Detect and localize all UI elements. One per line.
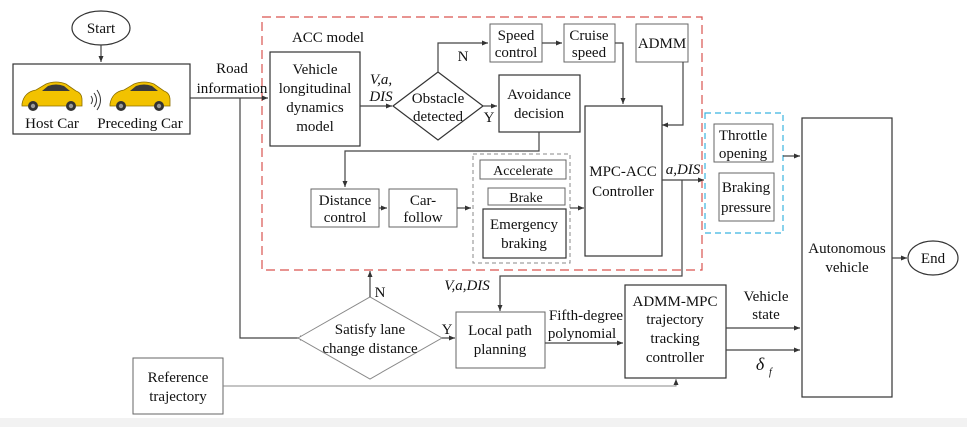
signal-icon xyxy=(90,89,101,111)
obstacle-decision: Obstacle detected xyxy=(392,71,484,141)
lane-change-line2: change distance xyxy=(322,341,418,357)
emergency-braking-box: Emergency braking xyxy=(482,208,567,259)
actuator-region xyxy=(704,112,784,234)
brake-box: Brake xyxy=(487,187,566,206)
reference-trajectory-box: Reference trajectory xyxy=(132,357,224,415)
throttle-opening-box: Throttle opening xyxy=(713,123,774,163)
mpc-acc-controller: MPC-ACC Controller xyxy=(584,105,663,257)
speed-control-line2: control xyxy=(495,45,538,61)
start-label: Start xyxy=(87,21,116,37)
braking-pressure-line2: pressure xyxy=(721,200,771,216)
avoidance-line1: Avoidance xyxy=(507,87,571,103)
local-path-line2: planning xyxy=(474,342,527,358)
vehicle-dynamics-line4: model xyxy=(296,119,334,135)
acc-model-region xyxy=(261,16,703,271)
vehicle-state-line1: Vehicle xyxy=(744,289,789,305)
avoidance-box: Avoidance decision xyxy=(498,74,581,133)
reference-line2: trajectory xyxy=(149,389,207,405)
vehicle-dynamics-line1: Vehicle xyxy=(293,62,338,78)
cruise-speed-box: Cruise speed xyxy=(563,23,616,63)
host-car-label: Host Car xyxy=(25,116,79,132)
cruise-speed-line1: Cruise xyxy=(569,28,609,44)
admm-box: ADMM xyxy=(635,23,689,63)
vehicle-dynamics-line2: longitudinal xyxy=(279,81,352,97)
vad-label-1: V,a, xyxy=(370,72,392,88)
preceding-car-icon xyxy=(109,81,171,111)
obstacle-y-label: Y xyxy=(484,110,495,126)
obstacle-line1: Obstacle xyxy=(412,91,465,107)
accelerate-label: Accelerate xyxy=(493,164,553,179)
speed-control-box: Speed control xyxy=(489,23,543,63)
reference-line1: Reference xyxy=(148,370,209,386)
delta-f-label: δ xyxy=(756,354,765,374)
emergency-line1: Emergency xyxy=(490,217,559,233)
admm-mpc-line4: controller xyxy=(646,350,704,366)
cars-box: Host Car Preceding Car xyxy=(12,63,191,135)
acc-model-label: ACC model xyxy=(292,30,364,46)
admm-mpc-line2: trajectory xyxy=(646,312,704,328)
delta-f-subscript: f xyxy=(769,367,773,378)
mpc-acc-line2: Controller xyxy=(592,184,654,200)
admm-mpc-line3: tracking xyxy=(650,331,700,347)
start-node: Start xyxy=(71,10,131,46)
speed-control-line1: Speed xyxy=(498,28,535,44)
brake-label: Brake xyxy=(509,191,542,206)
lane-change-line1: Satisfy lane xyxy=(335,322,406,338)
vadis2-label: V,a,DIS xyxy=(444,278,490,294)
admm-label: ADMM xyxy=(638,36,686,52)
distance-control-line2: control xyxy=(324,210,367,226)
local-path-line1: Local path xyxy=(468,323,532,339)
throttle-line1: Throttle xyxy=(719,128,768,144)
car-follow-line2: follow xyxy=(403,210,442,226)
braking-pressure-line1: Braking xyxy=(722,180,771,196)
lane-change-n-label: N xyxy=(375,285,386,301)
distance-control-box: Distance control xyxy=(310,188,380,228)
fifth-degree-line1: Fifth-degree xyxy=(549,308,623,324)
mpc-acc-line1: MPC-ACC xyxy=(589,164,657,180)
vehicle-dynamics-box: Vehicle longitudinal dynamics model xyxy=(269,51,361,147)
end-node: End xyxy=(907,240,959,276)
road-info-label-2: information xyxy=(197,81,268,97)
distance-control-line1: Distance xyxy=(319,193,372,209)
autonomous-vehicle-box: Autonomous vehicle xyxy=(801,117,893,398)
obstacle-line2: detected xyxy=(413,109,463,125)
end-label: End xyxy=(921,251,946,267)
car-follow-line1: Car- xyxy=(410,193,436,209)
vehicle-dynamics-line3: dynamics xyxy=(286,100,344,116)
autonomous-line2: vehicle xyxy=(825,260,869,276)
local-path-box: Local path planning xyxy=(455,311,546,369)
throttle-line2: opening xyxy=(719,146,768,162)
admm-mpc-line1: ADMM-MPC xyxy=(632,294,717,310)
road-info-label-1: Road xyxy=(216,61,248,77)
obstacle-n-label: N xyxy=(458,49,469,65)
preceding-car-label: Preceding Car xyxy=(97,116,182,132)
cruise-speed-line2: speed xyxy=(572,45,607,61)
fifth-degree-line2: polynomial xyxy=(548,326,616,342)
admm-mpc-controller: ADMM-MPC trajectory tracking controller xyxy=(624,284,727,379)
adis-label: a,DIS xyxy=(666,162,701,178)
car-follow-box: Car- follow xyxy=(388,188,458,228)
vehicle-state-line2: state xyxy=(752,307,780,323)
host-car-icon xyxy=(21,81,83,111)
autonomous-line1: Autonomous xyxy=(808,241,886,257)
bottom-strip xyxy=(0,418,967,427)
accelerate-box: Accelerate xyxy=(479,159,567,180)
emergency-line2: braking xyxy=(501,236,547,252)
avoidance-line2: decision xyxy=(514,106,564,122)
lane-change-y-label: Y xyxy=(442,322,453,338)
action-group-region xyxy=(472,153,571,264)
lane-change-decision: Satisfy lane change distance xyxy=(296,296,444,380)
braking-pressure-box: Braking pressure xyxy=(718,172,775,222)
vad-label-2: DIS xyxy=(368,89,393,105)
